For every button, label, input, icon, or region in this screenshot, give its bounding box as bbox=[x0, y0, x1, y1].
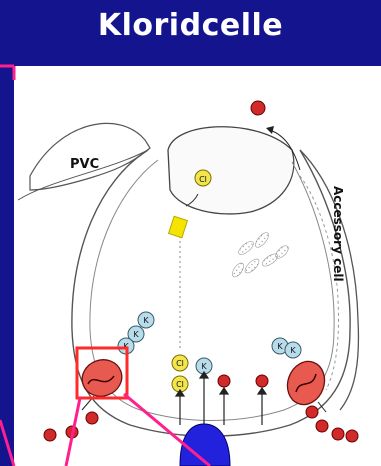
mitochondria bbox=[230, 231, 290, 279]
svg-text:Cl: Cl bbox=[199, 175, 207, 184]
svg-text:K: K bbox=[290, 346, 296, 355]
sodium-exit-arrowhead bbox=[266, 126, 274, 134]
svg-text:K: K bbox=[143, 316, 149, 325]
atpase-blob bbox=[180, 424, 230, 466]
chloride-ion-apical: Cl bbox=[195, 170, 211, 186]
sodium-ion-basal-right bbox=[256, 375, 268, 387]
pvc-label: PVC bbox=[70, 157, 99, 172]
apical-crypt bbox=[168, 127, 294, 214]
sodium-ion-top-right bbox=[251, 101, 265, 115]
chloride-channel bbox=[169, 216, 188, 237]
pointer-lines bbox=[0, 66, 210, 466]
svg-text:Cl: Cl bbox=[176, 380, 184, 389]
chloride-ion-basal-1: Cl bbox=[172, 355, 188, 371]
na-k-pump-left bbox=[77, 354, 127, 402]
accessory-cell-label: Accessory cell bbox=[331, 186, 345, 282]
sodium-ions-right bbox=[306, 406, 358, 442]
svg-text:K: K bbox=[133, 330, 139, 339]
svg-text:Cl: Cl bbox=[176, 359, 184, 368]
na-k-pump-right bbox=[282, 356, 331, 410]
potassium-ion-left-1: K bbox=[138, 312, 154, 328]
svg-text:K: K bbox=[201, 362, 207, 371]
svg-text:K: K bbox=[277, 342, 283, 351]
sodium-ion-basal-mid bbox=[218, 375, 230, 387]
potassium-ion-right-2: K bbox=[285, 342, 301, 358]
